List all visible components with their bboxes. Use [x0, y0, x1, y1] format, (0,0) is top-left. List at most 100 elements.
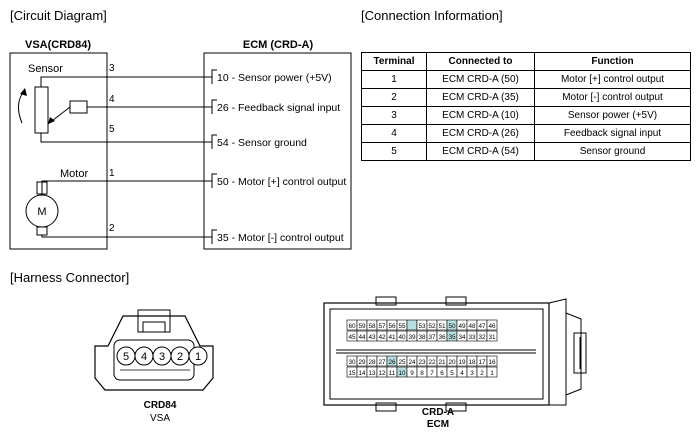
crd-a-pin-57: 57 [378, 323, 386, 330]
wiper-arrowhead-icon [48, 117, 55, 124]
crd-a-pin-12: 12 [378, 370, 386, 377]
crd-a-pin-29: 29 [358, 359, 366, 366]
crd-a-pin-31: 31 [488, 334, 496, 341]
crd-a-pin-53: 53 [418, 323, 426, 330]
crd84-pin-2: 2 [177, 351, 183, 363]
crd-a-pin-40: 40 [398, 334, 406, 341]
crd-a-pin-1: 1 [490, 370, 494, 377]
header-terminal: Terminal [361, 52, 427, 71]
wire-motor-plus [41, 180, 212, 182]
crd-a-pin-9: 9 [410, 370, 414, 377]
header-connected-to: Connected to [426, 52, 535, 71]
connection-info-title: [Connection Information] [361, 8, 503, 23]
crd-a-pin-3: 3 [470, 370, 474, 377]
crd-a-pin-cell [486, 366, 498, 378]
wire-sensor-power [40, 76, 212, 87]
crd-a-pin-18: 18 [468, 359, 476, 366]
crd-a-pin-6: 6 [440, 370, 444, 377]
harness-connector-title: [Harness Connector] [10, 270, 130, 285]
cell-function: Sensor ground [534, 142, 691, 161]
circuit-diagram: VSA(CRD84) ECM (CRD-A) Sensor Motor M 3 … [9, 39, 352, 250]
crd-a-pin-19: 19 [458, 359, 466, 366]
header-function: Function [534, 52, 691, 71]
cell-terminal: 3 [361, 106, 427, 125]
cell-function: Sensor power (+5V) [534, 106, 691, 125]
crd-a-pin-7: 7 [430, 370, 434, 377]
cell-function: Motor [+] control output [534, 70, 691, 89]
motor-brush-bottom [36, 226, 48, 236]
crd84-sub: VSA [150, 413, 170, 424]
crd-a-pin-16: 16 [488, 359, 496, 366]
feedback-element-icon [69, 100, 88, 114]
wire-motor-minus [41, 235, 212, 238]
crd-a-pin-42: 42 [378, 334, 386, 341]
crd-a-pin-28: 28 [368, 359, 376, 366]
crd-a-pin-17: 17 [478, 359, 486, 366]
crd-a-pin-cell [486, 355, 498, 367]
crd-a-pin-11: 11 [389, 370, 396, 377]
crd-a-pin-5: 5 [450, 370, 454, 377]
rotation-arrow-icon [18, 90, 25, 124]
crd-a-pin-47: 47 [478, 323, 486, 330]
motor-symbol: M [37, 206, 46, 218]
vsa-box [9, 52, 108, 250]
crd-a-pin-20: 20 [448, 359, 456, 366]
crd-a-pin-4: 4 [460, 370, 464, 377]
crd-a-pin-23: 23 [418, 359, 426, 366]
crd-a-pin-56: 56 [388, 323, 396, 330]
crd-a-pin-2: 2 [480, 370, 484, 377]
vsa-pin-2: 2 [109, 223, 115, 234]
table-row: 4 ECM CRD-A (26) Feedback signal input [361, 124, 691, 143]
crd-a-pin-55: 55 [398, 323, 406, 330]
crd-a-pin-39: 39 [408, 334, 416, 341]
crd-a-sub: ECM [427, 419, 449, 430]
crd-a-pin-22: 22 [428, 359, 436, 366]
crd-a-pin-41: 41 [388, 334, 396, 341]
circuit-diagram-title: [Circuit Diagram] [10, 8, 107, 23]
cell-connected-to: ECM CRD-A (54) [426, 142, 535, 161]
crd-a-lever [548, 298, 567, 406]
table-row: 2 ECM CRD-A (35) Motor [-] control outpu… [361, 88, 691, 107]
vsa-pin-5: 5 [109, 124, 115, 135]
connection-table: Terminal Connected to Function 1 ECM CRD… [361, 52, 691, 161]
crd-a-pin-38: 38 [418, 334, 426, 341]
ecm-pin-10-label: 10 - Sensor power (+5V) [217, 72, 332, 84]
crd-a-pin-49: 49 [458, 323, 466, 330]
ecm-pin-54-label: 54 - Sensor ground [217, 137, 307, 149]
crd84-name: CRD84 [144, 400, 177, 411]
crd-a-pin-27: 27 [378, 359, 386, 366]
crd84-pin-1: 1 [195, 351, 201, 363]
cell-terminal: 1 [361, 70, 427, 89]
crd-a-pin-44: 44 [358, 334, 366, 341]
table-row: 1 ECM CRD-A (50) Motor [+] control outpu… [361, 70, 691, 89]
ecm-pin-50-label: 50 - Motor [+] control output [217, 176, 346, 188]
crd-a-pin-cell [486, 330, 498, 342]
crd-a-name: CRD-A [422, 407, 454, 418]
crd-a-pin-36: 36 [438, 334, 446, 341]
crd-a-pin-26: 26 [388, 359, 396, 366]
crd84-connector: 5 4 3 2 1 CRD84 VSA [94, 309, 214, 424]
crd84-pin-5: 5 [123, 351, 129, 363]
crd84-pins: 5 4 3 2 1 [116, 346, 208, 366]
table-row: 3 ECM CRD-A (10) Sensor power (+5V) [361, 106, 691, 125]
crd-a-pin-37: 37 [428, 334, 436, 341]
cell-connected-to: ECM CRD-A (50) [426, 70, 535, 89]
vsa-label: VSA(CRD84) [25, 39, 91, 51]
table-row: 5 ECM CRD-A (54) Sensor ground [361, 142, 691, 161]
crd-a-pin-32: 32 [478, 334, 486, 341]
table-header-row: Terminal Connected to Function [361, 52, 691, 71]
ecm-pin-26-label: 26 - Feedback signal input [217, 102, 340, 114]
sensor-potentiometer-icon [34, 86, 49, 134]
cell-function: Feedback signal input [534, 124, 691, 143]
cell-function: Motor [-] control output [534, 88, 691, 107]
crd-a-pin-30: 30 [348, 359, 356, 366]
cell-connected-to: ECM CRD-A (26) [426, 124, 535, 143]
crd-a-pin-8: 8 [420, 370, 424, 377]
crd-a-pin-45: 45 [348, 334, 356, 341]
ecm-label: ECM (CRD-A) [243, 39, 314, 51]
wire-sensor-ground [40, 133, 212, 143]
crd-a-pin-50: 50 [448, 323, 456, 330]
vsa-pin-3: 3 [109, 63, 115, 74]
